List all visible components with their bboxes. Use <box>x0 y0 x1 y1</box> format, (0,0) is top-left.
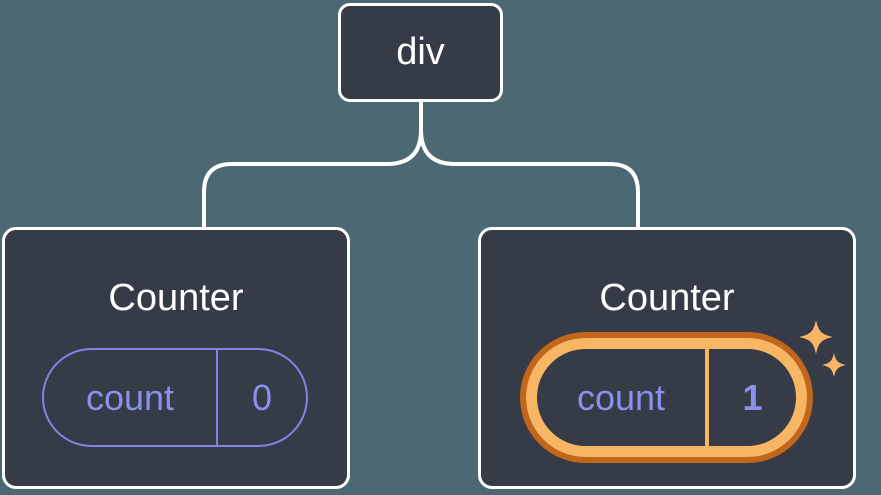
node-label: div <box>396 31 445 73</box>
state-pill-divider <box>216 350 218 445</box>
state-key-label: count <box>85 376 175 418</box>
state-pill-highlighted: count 1 <box>526 338 807 457</box>
state-pill: count 0 <box>42 348 308 447</box>
tree-node-counter-2: Counter count 1 <box>478 227 856 489</box>
tree-node-counter-1: Counter count 0 <box>2 227 350 489</box>
state-key-label: count <box>576 376 666 418</box>
state-value: 0 <box>251 376 273 418</box>
counter-title: Counter <box>599 277 735 319</box>
connector-left-branch <box>202 98 423 231</box>
tree-node-div: div <box>338 3 503 102</box>
connector-right-branch <box>419 98 640 231</box>
sparkle-large <box>799 320 833 354</box>
state-pill-divider <box>705 349 709 446</box>
counter-title: Counter <box>108 277 244 319</box>
state-value: 1 <box>742 376 763 418</box>
sparkle-small <box>822 353 846 377</box>
